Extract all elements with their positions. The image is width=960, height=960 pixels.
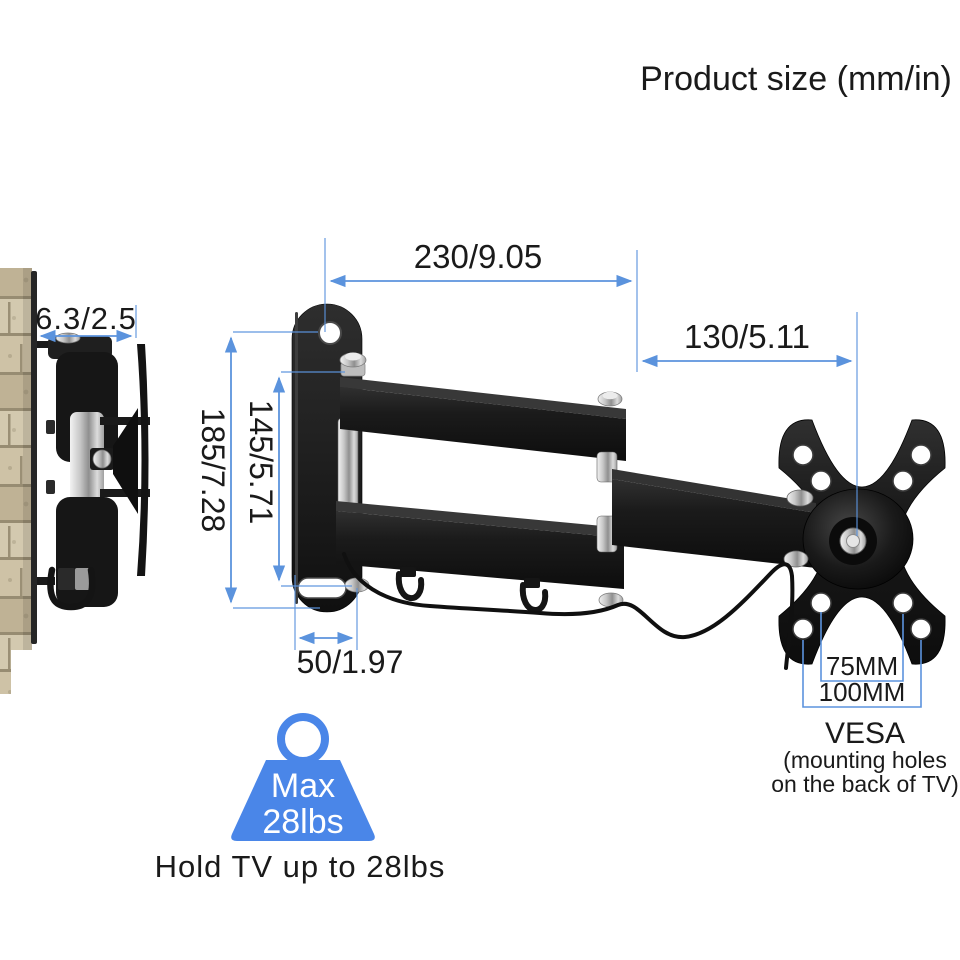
badge-weight-label: 28lbs [262,803,343,841]
dim-100mm-bracket [802,640,922,708]
cable-wire [342,552,795,670]
forearm-top-face [612,469,816,513]
top-arm-top-face [340,377,626,419]
vesa-hole-bl-inner [810,592,832,614]
cable-clip-1 [395,571,425,601]
tv-plate-edge [137,344,149,576]
hook-block-dark [58,568,75,590]
vesa-note: VESA (mounting holes on the back of TV) [771,717,959,797]
vesa-hole-tr-outer [910,444,932,466]
side-view-mount [0,268,150,694]
column-lower-block [56,497,118,607]
forearm-front-face [612,479,816,568]
vesa-note-line2: on the back of TV) [771,771,959,797]
badge-max-label: Max [271,767,335,805]
center-bolt-cap [846,534,860,548]
bolt-top-right-cap [602,391,618,400]
weight-body [231,760,375,841]
bottom-mounting-slot [297,577,347,599]
cable-clip-2 [519,582,549,613]
hook-block-gray [75,568,92,590]
side-head-cone [113,408,138,514]
bottom-arm-top-face [336,501,624,538]
vesa-hole-tr-inner [892,470,914,492]
vesa-note-line1: (mounting holes [783,747,947,773]
top-mounting-hole [318,321,342,345]
dim-63-label: 6.3/2.5 [35,301,137,336]
top-arm [340,377,626,461]
page-title: Product size (mm/in) [640,60,952,98]
vesa-heading: VESA [825,717,905,750]
dimension-annotations [39,238,922,708]
dim-130-label: 130/5.11 [684,318,810,355]
plate-hinge-pin [337,417,359,515]
arm-bolts [339,352,624,608]
dimension-labels: 230/9.05 130/5.11 6.3/2.5 185/7.28 145/5… [35,238,905,707]
vesa-hole-tl-inner [810,470,832,492]
bolt-top-left-cap [345,352,361,361]
cable-clip-2-base [524,578,540,588]
vesa-hole-br-outer [910,618,932,640]
dim-230-label: 230/9.05 [414,238,542,275]
bottom-hook [47,566,96,611]
brick-wall [0,268,32,650]
dim-185-label: 185/7.28 [195,408,231,533]
side-screw-upper [46,420,55,434]
dim-145-label: 145/5.71 [243,400,279,525]
wall-edge-line [31,271,37,644]
dim-75mm-bracket [820,612,904,682]
forearm [612,469,816,568]
wall-shadow [23,268,32,650]
top-arm-front-face [340,387,626,461]
dim-75mm-label: 75MM [826,651,898,681]
side-screw-lower [46,480,55,494]
brick-wall-fragment [0,650,11,694]
dim-50-label: 50/1.97 [297,644,404,680]
vesa-hole-tl-outer [792,444,814,466]
dim-100mm-label: 100MM [819,677,906,707]
tilt-screw-upper [786,489,814,507]
weight-badge: Max 28lbs Hold TV up to 28lbs [155,713,446,884]
badge-caption: Hold TV up to 28lbs [155,849,446,884]
tv-tab-upper [100,417,150,425]
cable-clips [395,567,549,613]
side-head-nut [92,449,112,469]
tilt-screw-lower [783,550,809,568]
cable-clip-1-base [400,567,416,577]
bottom-wall-tab [37,577,55,585]
wall-plate-highlight [295,312,298,604]
vesa-hole-br-inner [892,592,914,614]
vesa-hole-bl-outer [792,618,814,640]
main-bracket [291,303,946,670]
top-wall-tab [37,341,55,348]
